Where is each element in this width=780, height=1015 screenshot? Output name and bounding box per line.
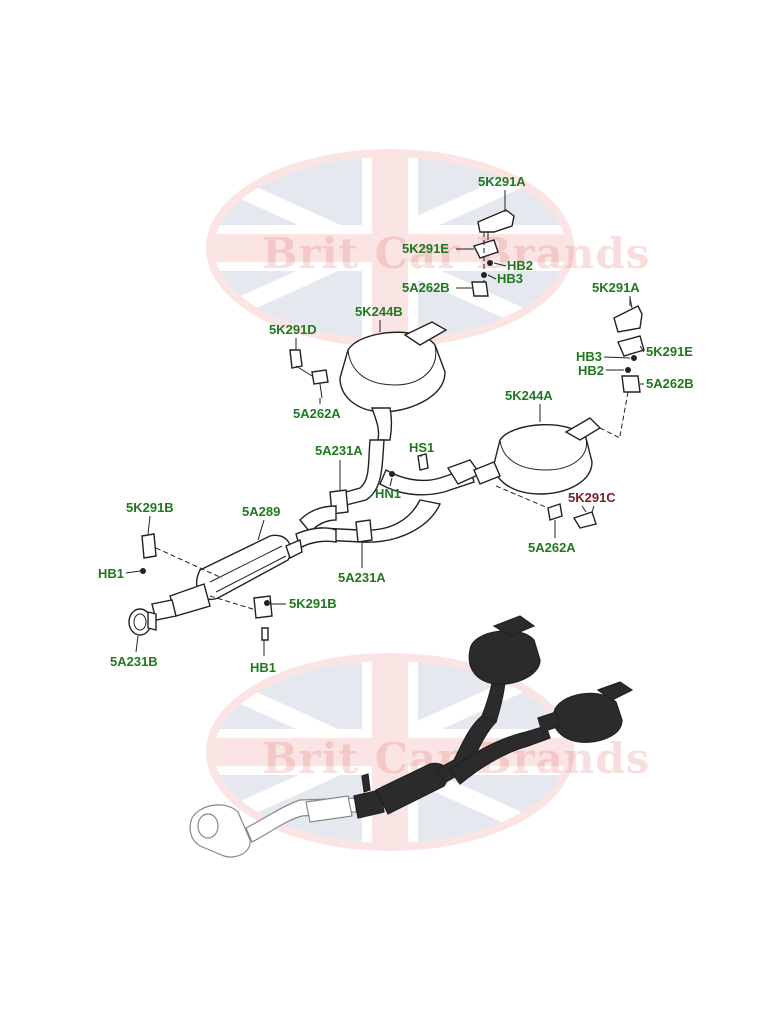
label-5a262b-right: 5A262B — [646, 376, 694, 391]
clamp-5k291c — [495, 485, 597, 529]
rear-muffler-left — [339, 321, 448, 441]
label-hs1: HS1 — [409, 440, 434, 455]
assembled-view — [189, 615, 634, 858]
label-hb3-top: HB3 — [497, 271, 523, 286]
label-5a262a-left: 5A262A — [293, 406, 341, 421]
label-5k244b: 5K244B — [355, 304, 403, 319]
intermediate-pipes — [295, 439, 501, 550]
label-5k291e-right: 5K291E — [646, 344, 693, 359]
rear-muffler-right — [493, 417, 621, 495]
label-5k244a: 5K244A — [505, 388, 553, 403]
label-5a231b: 5A231B — [110, 654, 158, 669]
label-hb2-top: HB2 — [507, 258, 533, 273]
label-5a262a-right: 5A262A — [528, 540, 576, 555]
hanger-5k291d — [289, 349, 329, 399]
hardware-hs1-hn1 — [389, 453, 429, 477]
clamp-5a231b — [128, 608, 157, 636]
hanger-bracket-right — [613, 297, 645, 437]
bracket-5k291b-left — [140, 533, 223, 579]
label-hn1: HN1 — [375, 486, 401, 501]
label-5a262b-top: 5A262B — [402, 280, 450, 295]
label-5k291a-right: 5K291A — [592, 280, 640, 295]
label-5a231a-bottom: 5A231A — [338, 570, 386, 585]
hanger-bracket-top — [471, 198, 515, 297]
exploded-view — [128, 198, 645, 641]
watermark-text-top: Brit Car Brands — [262, 229, 650, 278]
label-hb1-bottom: HB1 — [250, 660, 276, 675]
label-hb3-right: HB3 — [576, 349, 602, 364]
label-5a231a-top: 5A231A — [315, 443, 363, 458]
label-5k291e-top: 5K291E — [402, 241, 449, 256]
watermark-logo-top — [206, 149, 574, 347]
part-labels: 5K291A 5K291E HB2 HB3 5A262B 5K244B 5K29… — [98, 174, 694, 675]
label-5a289: 5A289 — [242, 504, 280, 519]
label-hb2-right: HB2 — [578, 363, 604, 378]
label-5k291b-left: 5K291B — [126, 500, 174, 515]
bracket-5k291b-right — [209, 595, 273, 641]
label-5k291a-top: 5K291A — [478, 174, 526, 189]
label-5k291c: 5K291C — [568, 490, 616, 505]
center-muffler — [151, 534, 303, 621]
label-hb1-left: HB1 — [98, 566, 124, 581]
leader-lines — [125, 190, 645, 656]
label-5k291b-right: 5K291B — [289, 596, 337, 611]
label-5k291d: 5K291D — [269, 322, 317, 337]
